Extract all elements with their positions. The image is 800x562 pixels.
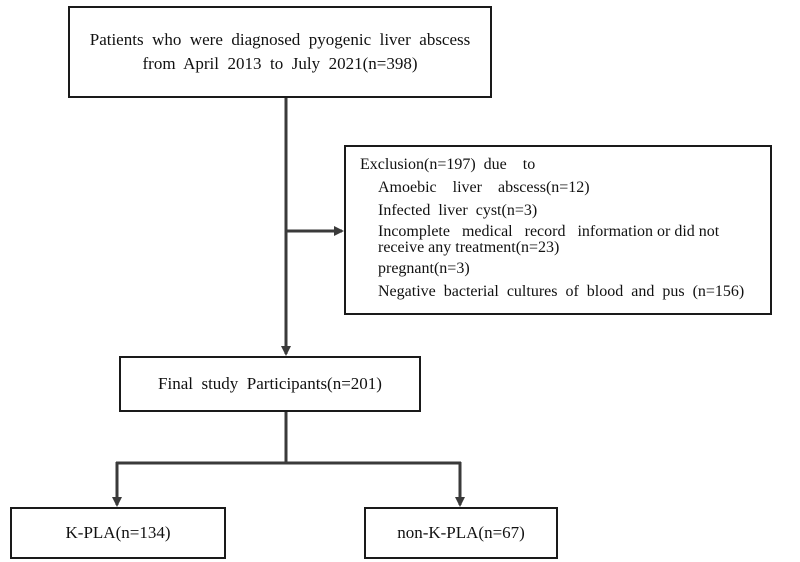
diagnosed-patients-box: Patients who were diagnosed pyogenic liv… (68, 6, 492, 98)
exclusion-header: Exclusion(n=197) due to (360, 156, 536, 173)
exclusion-item-negative-cultures: Negative bacterial cultures of blood and… (378, 283, 745, 300)
final-participants-box: Final study Participants(n=201) (119, 356, 421, 412)
non-k-pla-label: non-K-PLA(n=67) (397, 523, 525, 542)
k-pla-label: K-PLA(n=134) (65, 523, 171, 542)
diagnosed-patients-line2: from April 2013 to July 2021(n=398) (142, 54, 418, 73)
exclusion-box: Exclusion(n=197) due to Amoebic liver ab… (344, 145, 772, 315)
exclusion-item-pregnant: pregnant(n=3) (378, 260, 470, 277)
non-k-pla-box: non-K-PLA(n=67) (364, 507, 558, 559)
exclusion-item-amoebic: Amoebic liver abscess(n=12) (378, 179, 590, 196)
exclusion-item-incomplete-record: Incomplete medical record information or… (378, 223, 724, 256)
exclusion-item-infected-cyst: Infected liver cyst(n=3) (378, 202, 538, 219)
final-participants-label: Final study Participants(n=201) (158, 374, 382, 393)
diagnosed-patients-line1: Patients who were diagnosed pyogenic liv… (89, 30, 471, 49)
k-pla-box: K-PLA(n=134) (10, 507, 226, 559)
